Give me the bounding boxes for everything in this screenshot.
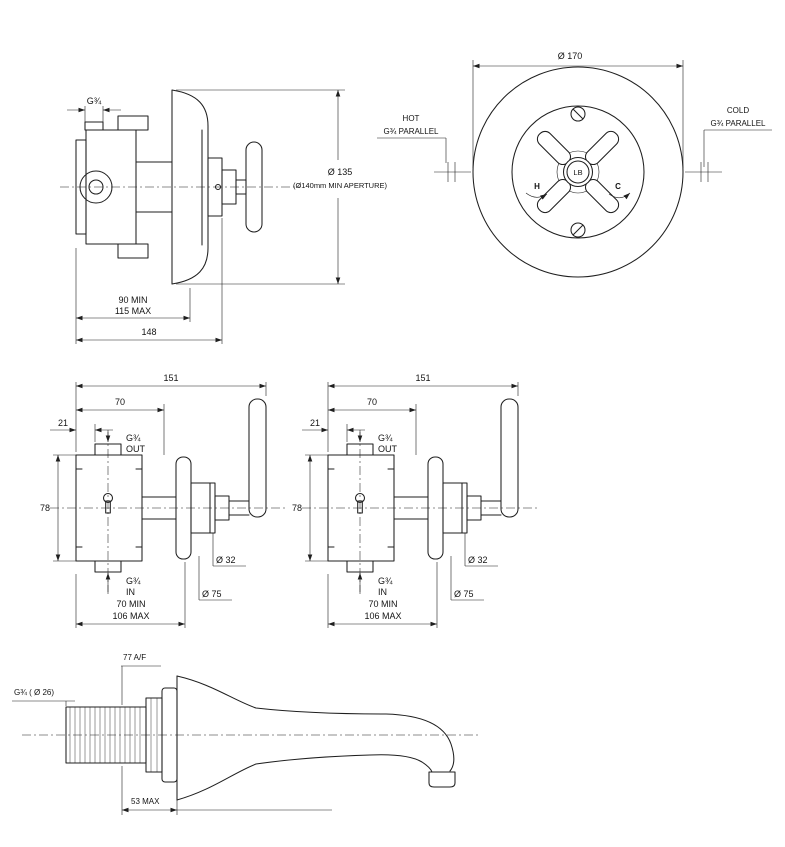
wall-plate bbox=[171, 89, 209, 285]
dim-g34: G¾ bbox=[87, 96, 102, 106]
dim-53max: 53 MAX bbox=[131, 797, 160, 806]
label-h: H bbox=[534, 182, 540, 191]
dim-115max: 115 MAX bbox=[115, 306, 151, 316]
dimensions: 77 A/F G¾ ( Ø 26) 53 MAX bbox=[12, 653, 332, 815]
label-hot: HOT bbox=[403, 114, 420, 123]
label-cold-sub: G¾ PARALLEL bbox=[711, 119, 767, 128]
center-badge bbox=[562, 156, 594, 188]
label-c: C bbox=[615, 182, 621, 191]
dim-148: 148 bbox=[141, 327, 156, 337]
dimensions: Ø 170 HOT G¾ PARALLEL COLD G¾ PARALLEL bbox=[377, 51, 772, 168]
valve-body bbox=[75, 115, 173, 259]
cold-rotation-arrow bbox=[608, 192, 631, 200]
concealed-valve-side-view: G¾ Ø 135 (Ø140mm MIN APERTURE) 90 MIN 11… bbox=[60, 89, 388, 344]
trim-and-handle bbox=[207, 141, 263, 233]
aperture-note: (Ø140mm MIN APERTURE) bbox=[293, 181, 388, 190]
hot-rotation-arrow bbox=[525, 192, 548, 200]
badge-lb: LB bbox=[573, 168, 582, 177]
valve-dimension-view-right bbox=[292, 373, 537, 628]
dim-g34-dia26: G¾ ( Ø 26) bbox=[14, 688, 54, 697]
spout-side-view: 77 A/F G¾ ( Ø 26) 53 MAX bbox=[12, 653, 480, 815]
connection-marks bbox=[434, 162, 722, 182]
cross-handle: LB H C bbox=[525, 130, 631, 214]
inner-plate-circle bbox=[511, 105, 645, 239]
valve-dimension-view-left bbox=[40, 373, 285, 628]
dim-77af: 77 A/F bbox=[123, 653, 146, 662]
dim-dia170: Ø 170 bbox=[558, 51, 583, 61]
label-hot-sub: G¾ PARALLEL bbox=[384, 127, 440, 136]
label-cold: COLD bbox=[727, 106, 749, 115]
trim-front-view: LB H C Ø 170 HOT G¾ PARALLEL COLD G¾ PAR… bbox=[377, 51, 772, 278]
spout-body bbox=[176, 675, 456, 801]
dimensions: G¾ Ø 135 (Ø140mm MIN APERTURE) 90 MIN 11… bbox=[67, 89, 388, 344]
spout-outlet bbox=[428, 771, 456, 788]
dim-90min: 90 MIN bbox=[118, 295, 147, 305]
dim-dia135: Ø 135 bbox=[328, 167, 353, 177]
screws bbox=[570, 106, 586, 238]
